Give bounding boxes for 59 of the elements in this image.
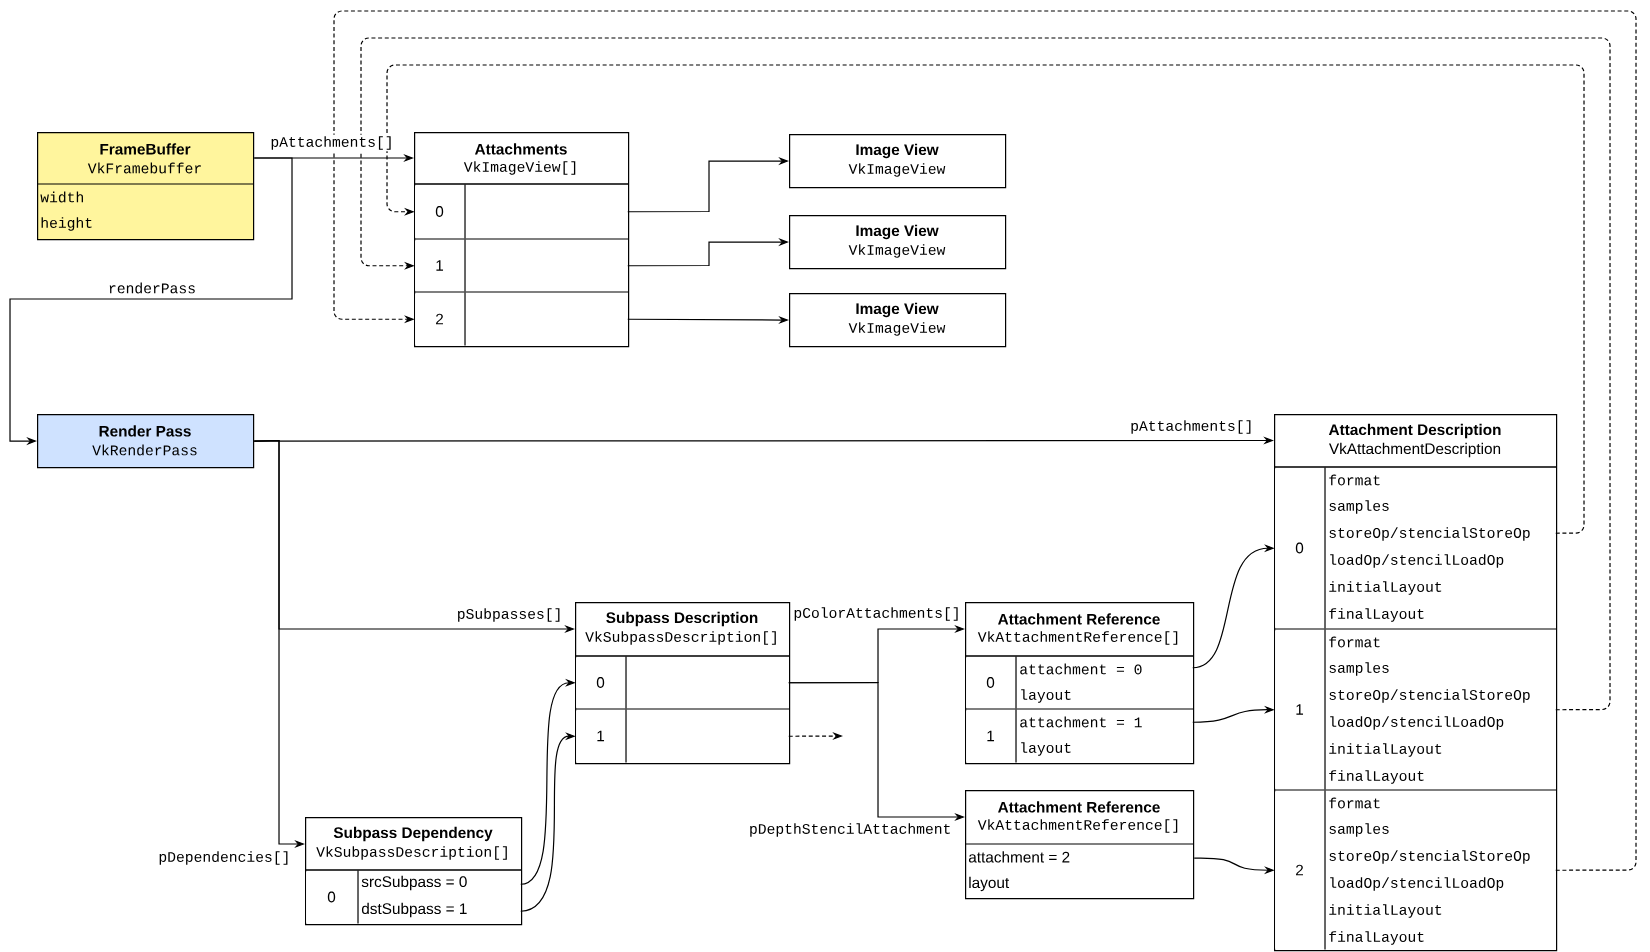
edge-label: pAttachments[] bbox=[269, 134, 395, 152]
array-row: 2 format samples storeOp/stencialStoreOp loadOp/stencilLoadOp initialLayout finalLayout bbox=[1273, 789, 1557, 950]
node-label: attachment = 0 bbox=[1020, 663, 1142, 675]
node-label: finalLayout bbox=[1329, 770, 1424, 784]
node-label: initialLayout bbox=[1329, 743, 1442, 757]
node-label: 0 bbox=[596, 677, 605, 688]
node-label: srcSubpass = 0 bbox=[361, 875, 467, 891]
node-label: layout bbox=[1021, 742, 1071, 756]
node-label: 1 bbox=[1296, 704, 1304, 715]
node-label: attachment = 1 bbox=[1020, 716, 1142, 728]
edge-label: pDepthStencilAttachment bbox=[747, 821, 953, 839]
array-row: 0 bbox=[574, 655, 790, 709]
edge-label: renderPass bbox=[106, 281, 198, 295]
array-row: 1 bbox=[413, 238, 629, 292]
node-label: storeOp/stencialStoreOp bbox=[1329, 527, 1530, 541]
node-label: storeOp/stencialStoreOp bbox=[1329, 850, 1530, 864]
struct-box: Attachment Reference VkAttachmentReference[] attachment = 2 layout bbox=[964, 790, 1195, 900]
node-label: initialLayout bbox=[1329, 904, 1442, 918]
array-row: 2 bbox=[413, 291, 629, 346]
arrow bbox=[386, 64, 1585, 534]
array-row: 1 attachment = 1 layout bbox=[964, 708, 1194, 763]
node-label: samples bbox=[1329, 500, 1389, 514]
node-label: 2 bbox=[1296, 864, 1303, 876]
node-label: 1 bbox=[987, 730, 995, 742]
edge-label: pDependencies[] bbox=[157, 849, 292, 867]
node-label: samples bbox=[1329, 823, 1389, 837]
node-label: 0 bbox=[1295, 542, 1304, 554]
node-label: format bbox=[1329, 797, 1380, 809]
array-row: 1 bbox=[574, 708, 790, 763]
image-view-box: Image View VkImageView bbox=[789, 293, 1007, 348]
node-label: dstSubpass = 1 bbox=[361, 902, 467, 918]
node-label: 0 bbox=[986, 677, 995, 688]
node-label: storeOp/stencialStoreOp bbox=[1329, 689, 1530, 703]
edge-label: pColorAttachments[] bbox=[792, 605, 962, 623]
image-view-box: Image View VkImageView bbox=[789, 215, 1007, 270]
struct-box: Render Pass VkRenderPass bbox=[37, 414, 255, 469]
node-label: 1 bbox=[597, 730, 605, 742]
node-label: loadOp/stencilLoadOp bbox=[1330, 877, 1504, 891]
array-row: 0 bbox=[413, 183, 629, 239]
node-label: layout bbox=[1021, 689, 1071, 703]
node-label: initialLayout bbox=[1329, 581, 1442, 595]
struct-box: FrameBuffer VkFramebuffer width height bbox=[36, 132, 255, 241]
edge-label: pSubpasses[] bbox=[455, 606, 564, 624]
node-label: samples bbox=[1329, 662, 1389, 676]
node-label: format bbox=[1329, 636, 1380, 648]
node-label: 0 bbox=[435, 206, 444, 217]
node-label: finalLayout bbox=[1329, 931, 1424, 945]
edge-label: pAttachments[] bbox=[1128, 418, 1255, 436]
node-label: loadOp/stencilLoadOp bbox=[1330, 554, 1504, 568]
node-label: 1 bbox=[436, 260, 444, 271]
node-label: loadOp/stencilLoadOp bbox=[1330, 716, 1504, 730]
arrow bbox=[360, 37, 1611, 711]
node-label: 2 bbox=[436, 313, 443, 325]
node-label: format bbox=[1329, 474, 1380, 486]
node-label: 0 bbox=[327, 891, 336, 903]
arrow bbox=[333, 10, 1637, 871]
node-label: finalLayout bbox=[1329, 608, 1424, 622]
image-view-box: Image View VkImageView bbox=[789, 134, 1007, 189]
array-row: 0 srcSubpass = 0 dstSubpass = 1 bbox=[304, 869, 522, 924]
